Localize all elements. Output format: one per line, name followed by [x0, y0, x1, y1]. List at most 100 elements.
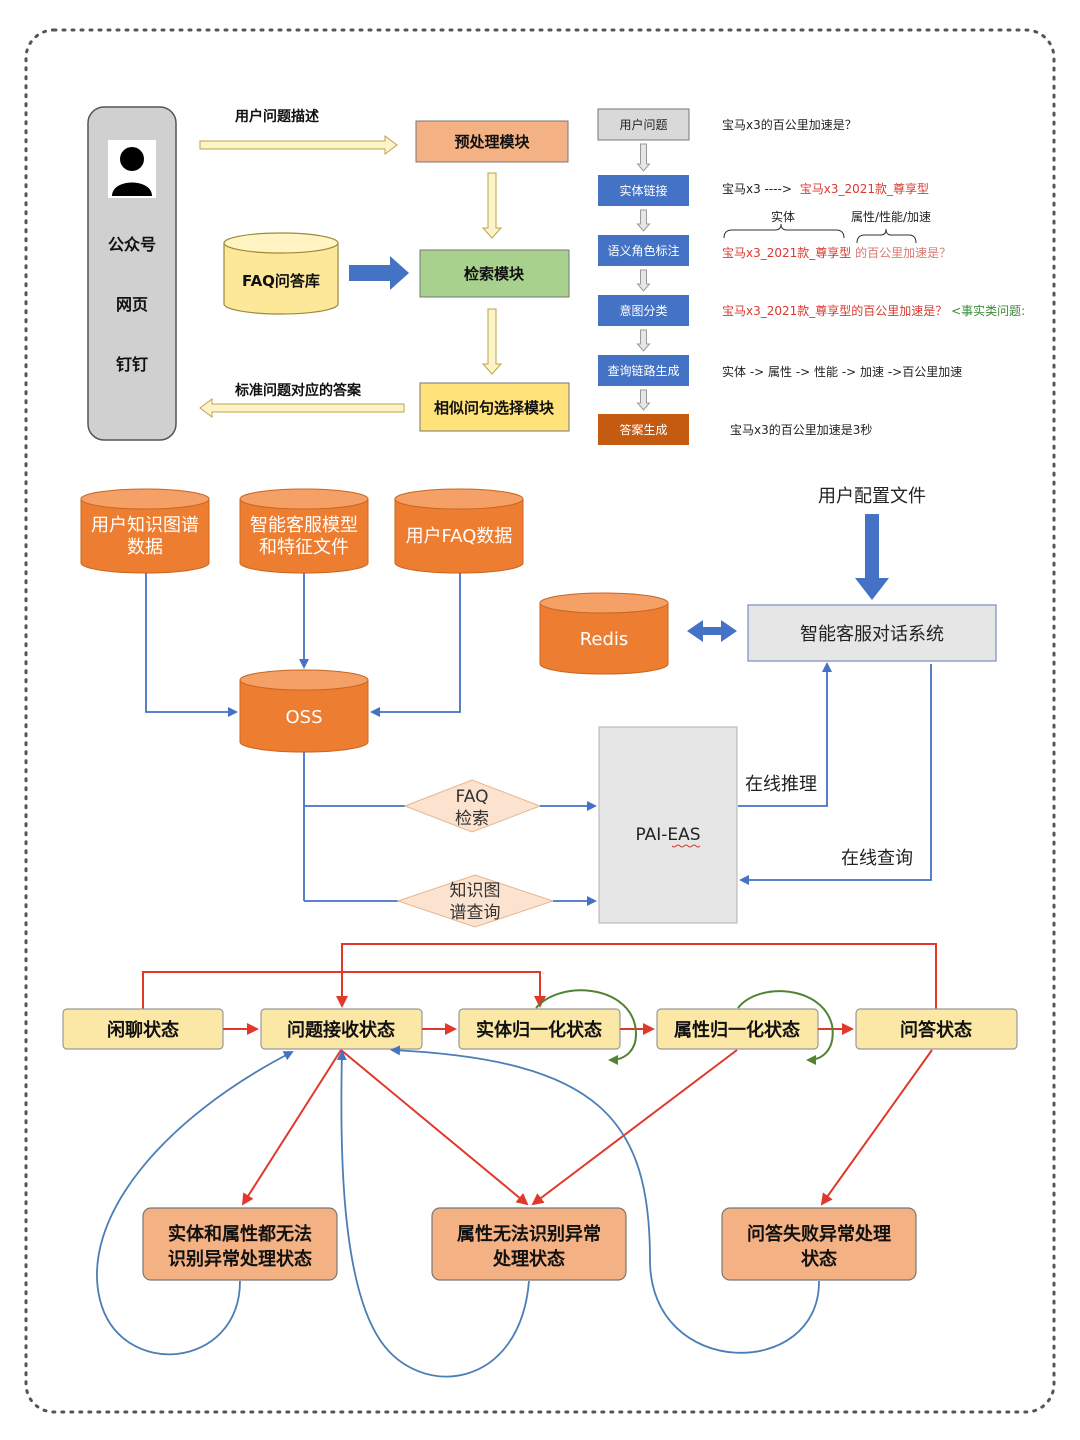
page-border — [24, 28, 1056, 1414]
entity-link-from: 宝马x3 ----> — [722, 182, 792, 196]
pipeline-step-label: 语义角色标注 — [607, 243, 679, 258]
exception-attr-label-1: 属性无法识别异常 — [457, 1223, 601, 1245]
preprocess-module-label: 预处理模块 — [454, 133, 530, 151]
state-attr-norm-label: 属性归一化状态 — [674, 1019, 800, 1041]
search-module — [419, 249, 570, 298]
faq-search-label-2: 检索 — [455, 809, 489, 829]
state-entity-norm-label: 实体归一化状态 — [476, 1019, 602, 1041]
pipeline-step-label: 查询链路生成 — [607, 363, 679, 378]
exception-attr — [431, 1207, 627, 1281]
similar-module-label: 相似问句选择模块 — [434, 399, 555, 417]
standard-answer-label: 标准问题对应的答案 — [234, 382, 362, 399]
srl-rest: 的百公里加速是？ — [855, 245, 951, 260]
state-qa — [855, 1008, 1018, 1050]
intent-question: 宝马x3_2021款_尊享型的百公里加速是？ — [722, 303, 947, 318]
section-deployment: 用户知识图谱 数据 智能客服模型 和特征文件 用户FAQ数据 OSS — [80, 486, 997, 928]
exception1-return-curve — [96, 1051, 294, 1356]
receive-to-exception1-arrow — [241, 1049, 342, 1206]
exception-qa-label-2: 状态 — [801, 1248, 837, 1270]
preprocess-module — [415, 120, 569, 163]
user-question-arrow — [199, 135, 398, 155]
channel-web: 网页 — [116, 295, 148, 314]
answer-arrow — [199, 398, 405, 418]
exception-entity-attr-label-2: 识别异常处理状态 — [168, 1248, 312, 1270]
search-module-label: 检索模块 — [464, 265, 525, 283]
pipeline-step-box — [598, 355, 689, 386]
tag-entity: 实体 — [771, 209, 795, 224]
pipeline-step-arrow — [636, 143, 651, 172]
entity-self-loop — [535, 989, 637, 1065]
qa-to-exception3-arrow — [820, 1049, 933, 1206]
user-icon — [112, 147, 152, 196]
dialog-system-label: 智能客服对话系统 — [800, 624, 944, 645]
model-label-1: 智能客服模型 — [250, 515, 358, 536]
faq-database: FAQ问答库 — [223, 232, 339, 315]
pipeline-step-box — [598, 235, 689, 266]
kg-to-oss-line — [145, 573, 238, 717]
pipeline-step-box — [598, 414, 689, 445]
kg-data-cylinder: 用户知识图谱 数据 — [80, 488, 210, 574]
attr-to-exception2-arrow — [531, 1049, 738, 1206]
pipeline-step-label: 答案生成 — [619, 422, 667, 437]
entity-link-to: 宝马x3_2021款_尊享型 — [800, 181, 929, 196]
config-file-label: 用户配置文件 — [818, 486, 926, 507]
qa-to-receive-top-line — [336, 943, 937, 1009]
state-receive-label: 问题接收状态 — [287, 1019, 395, 1041]
channel-dingtalk: 钉钉 — [116, 355, 148, 374]
section-query-pipeline: 公众号 网页 钉钉 用户问题描述 标准问题对应的答案 FAQ问答库 预处理模块 … — [87, 106, 1025, 445]
exception-qa-label-1: 问答失败异常处理 — [747, 1223, 891, 1245]
channel-wechat: 公众号 — [108, 235, 156, 254]
pipeline-step-label: 用户问题 — [619, 117, 667, 132]
kg-query-label-2: 谱查询 — [450, 903, 501, 923]
attribute-brace — [856, 228, 917, 244]
faq-search-label-1: FAQ — [456, 787, 489, 807]
kg-query-label-1: 知识图 — [450, 881, 501, 901]
tag-attribute: 属性/性能/加速 — [851, 210, 931, 224]
exception2-return-curve — [336, 1050, 530, 1378]
search-to-similar-arrow — [481, 308, 503, 375]
model-cylinder: 智能客服模型 和特征文件 — [239, 488, 369, 574]
pipeline-step-box — [597, 108, 690, 141]
example-srl: 宝马x3_2021款_尊享型 的百公里加速是？ — [722, 245, 951, 260]
pipeline-step-label: 意图分类 — [619, 303, 667, 318]
redis-label: Redis — [580, 629, 629, 650]
pai-eas-label: PAI-EAS — [635, 825, 700, 845]
exception-attr-label-2: 处理状态 — [492, 1248, 565, 1270]
example-question: 宝马x3的百公里加速是？ — [722, 117, 857, 132]
online-inference-line — [738, 662, 832, 807]
srl-entity: 宝马x3_2021款_尊享型 — [722, 245, 851, 260]
intent-class: <事实类问题: — [951, 303, 1025, 318]
redis-dialog-double-arrow — [687, 620, 737, 642]
example-entity-link: 宝马x3 ----> 宝马x3_2021款_尊享型 — [722, 181, 929, 196]
faq-to-search-arrow — [349, 256, 409, 290]
example-path: 实体 -> 属性 -> 性能 -> 加速 ->百公里加速 — [722, 364, 962, 379]
exception-entity-attr — [142, 1207, 338, 1281]
exception-qa — [721, 1207, 917, 1281]
receive-to-exception2-arrow — [340, 1049, 529, 1206]
faq-data-label: 用户FAQ数据 — [406, 526, 513, 547]
example-answer: 宝马x3的百公里加速是3秒 — [730, 422, 872, 437]
pipeline-step-arrow — [636, 389, 651, 411]
state-qa-label: 问答状态 — [900, 1019, 972, 1041]
online-inference-label: 在线推理 — [745, 774, 817, 795]
pai-eas-box — [598, 726, 738, 924]
online-query-label: 在线查询 — [841, 848, 913, 869]
pipeline-step-arrow — [636, 209, 651, 232]
redis-cylinder: Redis — [539, 592, 669, 675]
kg-data-label-1: 用户知识图谱 — [91, 515, 199, 536]
kg-data-label-2: 数据 — [127, 537, 163, 558]
exception3-return-curve — [390, 1045, 820, 1354]
oss-cylinder: OSS — [239, 669, 369, 753]
pipeline-step-box — [598, 175, 689, 206]
entity-brace — [723, 223, 845, 239]
user-question-label: 用户问题描述 — [235, 108, 319, 125]
config-down-arrow — [855, 514, 889, 600]
pipeline-step-label: 实体链接 — [619, 183, 667, 198]
similar-module — [419, 382, 570, 432]
faq-data-cylinder: 用户FAQ数据 — [394, 488, 524, 574]
dialog-system-box — [747, 604, 997, 662]
faq-to-oss-line — [370, 573, 461, 717]
exception-entity-attr-label-1: 实体和属性都无法 — [168, 1223, 312, 1245]
